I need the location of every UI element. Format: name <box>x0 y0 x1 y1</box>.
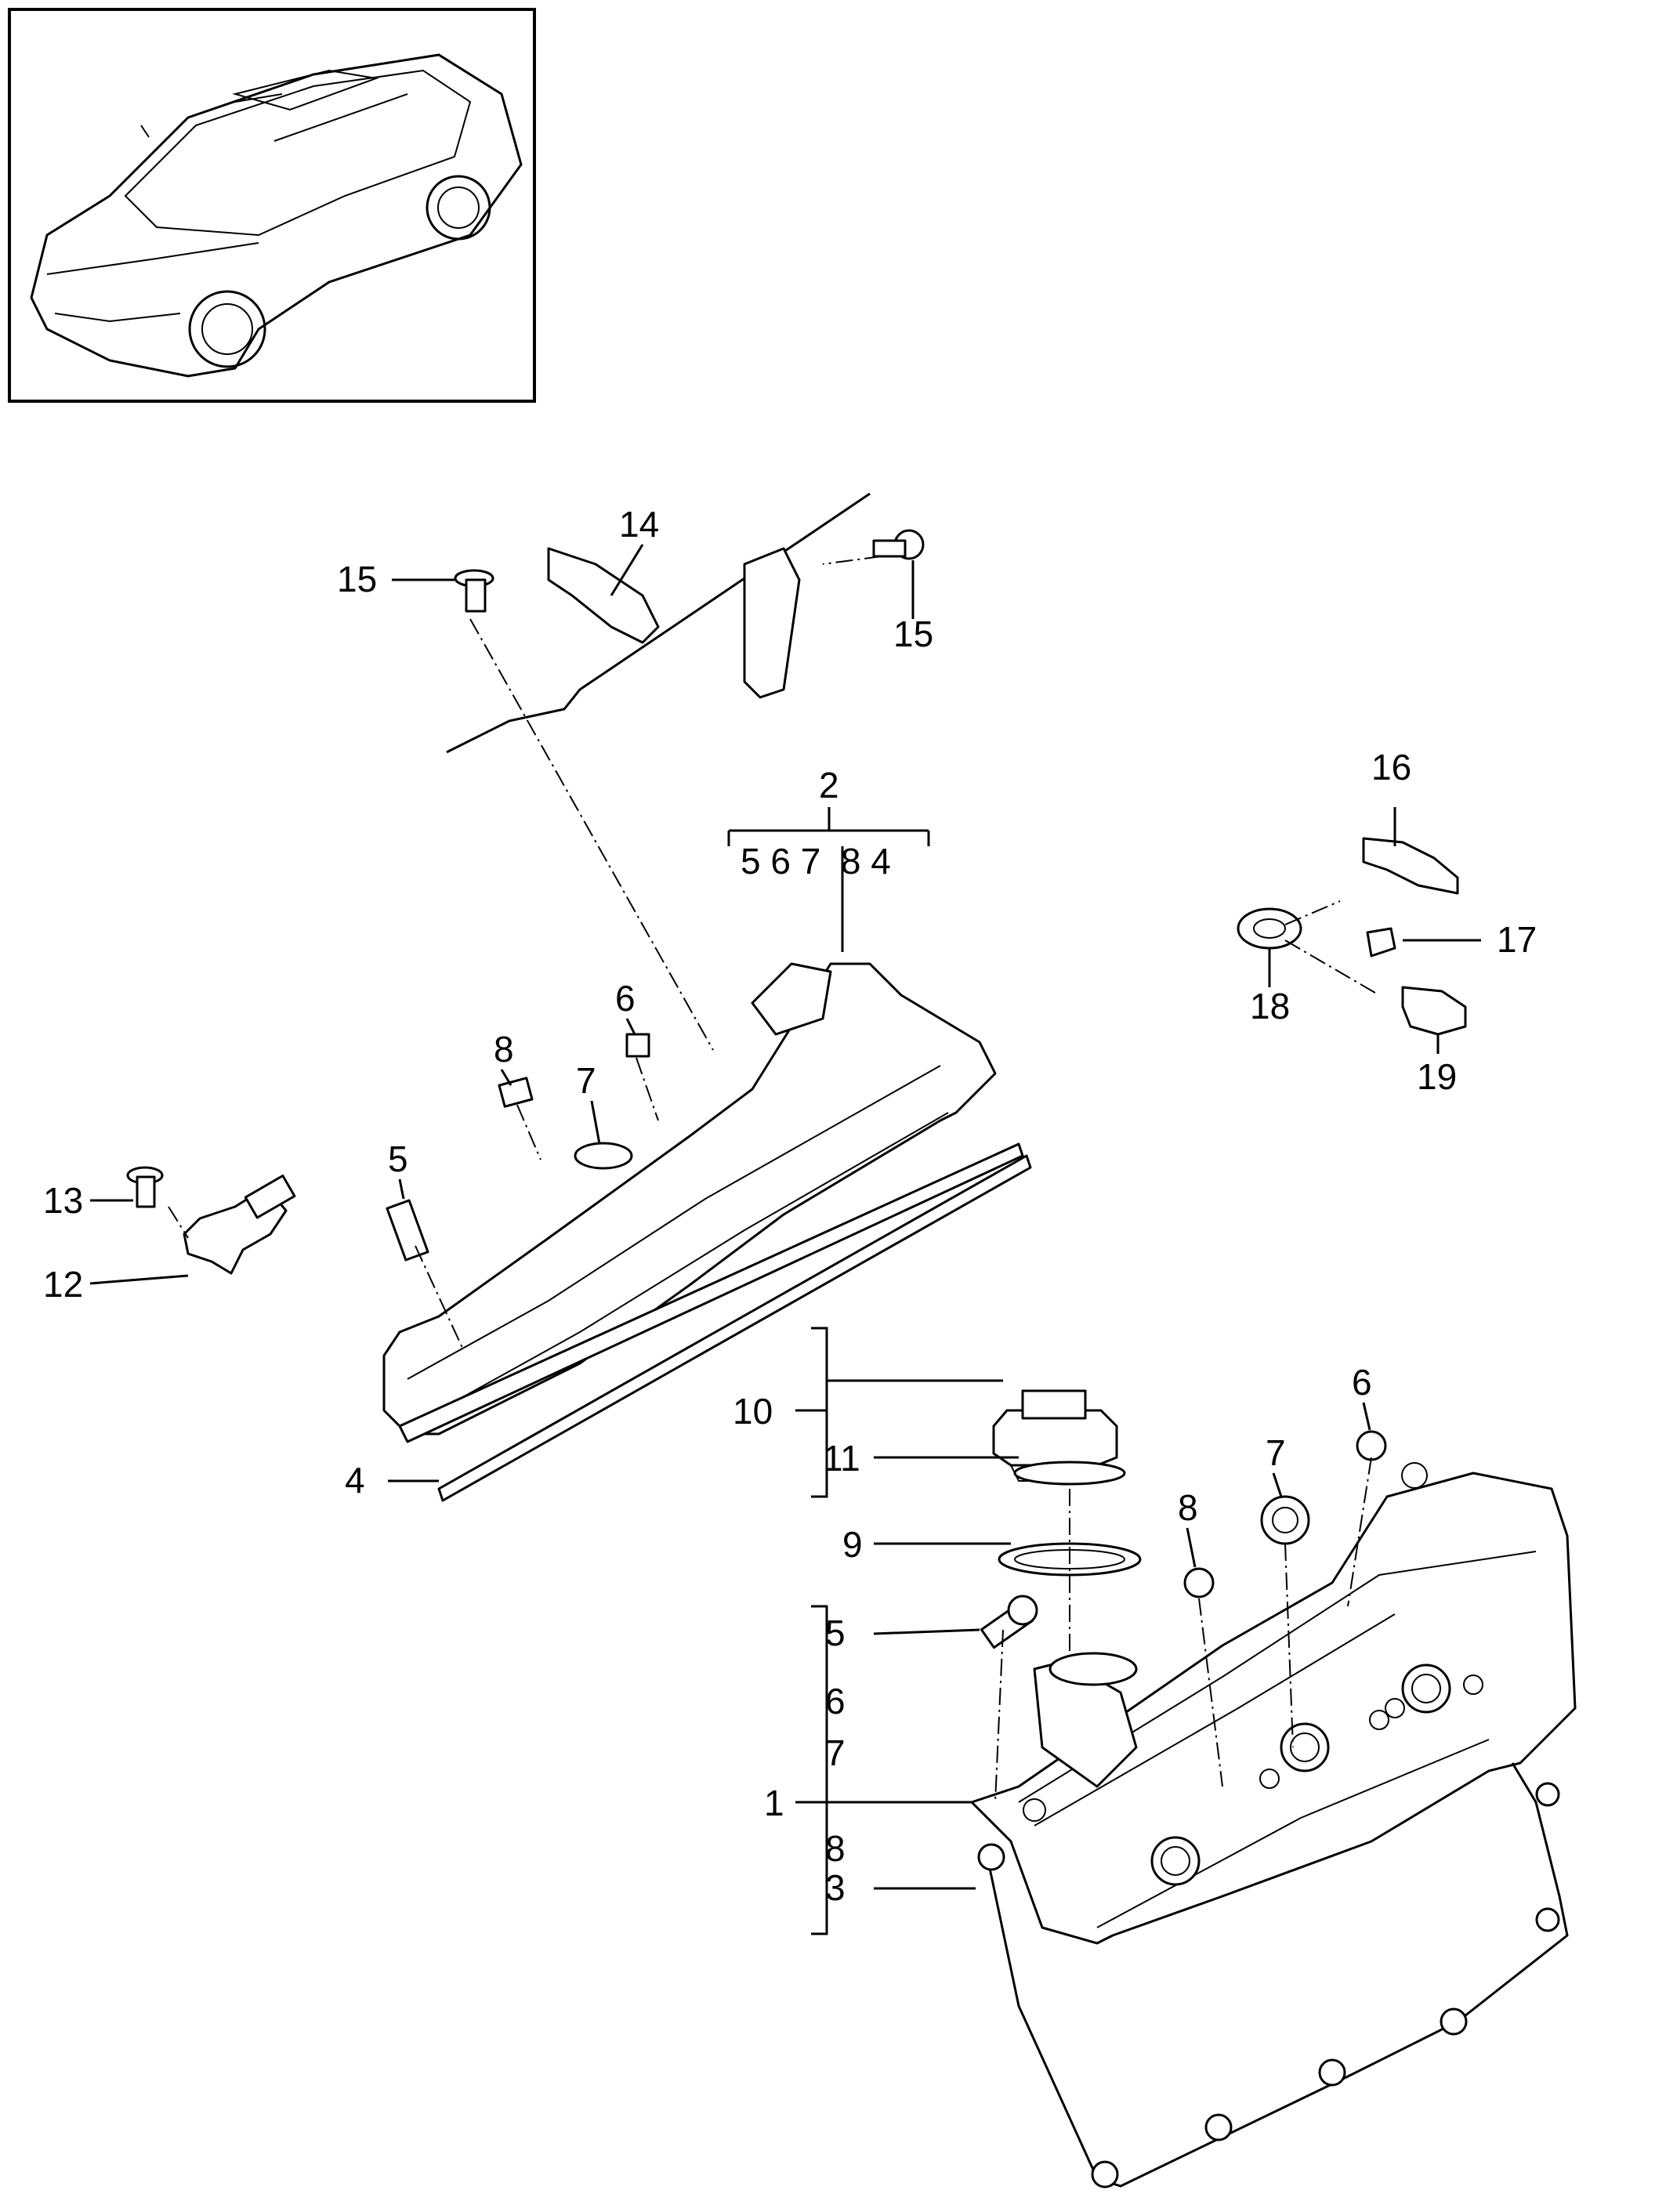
grommet-7-upper <box>574 1142 633 1170</box>
bolt-17 <box>1366 927 1396 958</box>
valve-cover-2 <box>382 962 1024 1443</box>
callout-18: 18 <box>1250 986 1290 1026</box>
callout-15-left: 15 <box>337 559 377 599</box>
plug-6-lower <box>1356 1430 1387 1461</box>
callout-1-item-5: 5 <box>825 1613 846 1653</box>
sensor-12 <box>183 1175 296 1275</box>
callout-14: 14 <box>619 504 659 545</box>
washer-18 <box>1237 907 1302 950</box>
bolt-5-upper <box>386 1199 429 1262</box>
callout-1-item-3: 3 <box>825 1867 846 1908</box>
plug-8-upper <box>498 1077 534 1108</box>
plug-8-lower <box>1183 1567 1215 1598</box>
callout-6-lower: 6 <box>1352 1362 1372 1403</box>
bolt-15-left <box>454 569 494 613</box>
callouts: 15 14 15 2 5 6 7 8 4 16 17 18 19 8 7 6 5… <box>43 504 1537 1908</box>
callout-15-right: 15 <box>893 614 933 654</box>
callout-1: 1 <box>764 1783 784 1823</box>
seal-ring-11 <box>1013 1461 1126 1486</box>
callout-4: 4 <box>345 1460 365 1501</box>
callout-7-lower: 7 <box>1266 1432 1286 1473</box>
assembly-lines <box>168 556 1380 1803</box>
leader-lines <box>89 544 1481 1935</box>
callout-13: 13 <box>43 1180 83 1221</box>
callout-7-upper: 7 <box>576 1060 596 1101</box>
bracket-14 <box>446 492 871 754</box>
callout-8-upper: 8 <box>494 1029 514 1070</box>
callout-6-upper: 6 <box>615 978 636 1019</box>
gasket-3 <box>977 1762 1569 2188</box>
bolt-15-right <box>872 529 925 560</box>
callout-12: 12 <box>43 1264 83 1305</box>
gasket-4 <box>437 1154 1032 1502</box>
callout-10: 10 <box>733 1391 773 1432</box>
callout-11: 11 <box>823 1438 860 1479</box>
bolt-13 <box>126 1166 164 1208</box>
grommet-7-lower <box>1260 1495 1310 1545</box>
plug-6-upper <box>625 1033 650 1058</box>
valve-cover-1 <box>970 1462 1577 1945</box>
callout-17: 17 <box>1497 919 1537 960</box>
callout-1-item-6: 6 <box>825 1681 846 1721</box>
callout-16: 16 <box>1371 747 1411 787</box>
callout-9: 9 <box>842 1524 863 1565</box>
clip-16 <box>1362 837 1459 895</box>
vehicle-thumbnail <box>8 8 536 403</box>
bolt-5-lower <box>980 1595 1038 1649</box>
callout-1-item-8: 8 <box>825 1828 846 1869</box>
callout-19: 19 <box>1417 1056 1457 1097</box>
callout-2-subitems: 5 6 7 8 4 <box>741 841 891 882</box>
callout-5-upper: 5 <box>388 1139 408 1179</box>
callout-2: 2 <box>819 765 839 806</box>
callout-1-item-7: 7 <box>825 1732 846 1773</box>
sensor-19 <box>1401 986 1467 1036</box>
callout-8-lower: 8 <box>1178 1487 1198 1528</box>
